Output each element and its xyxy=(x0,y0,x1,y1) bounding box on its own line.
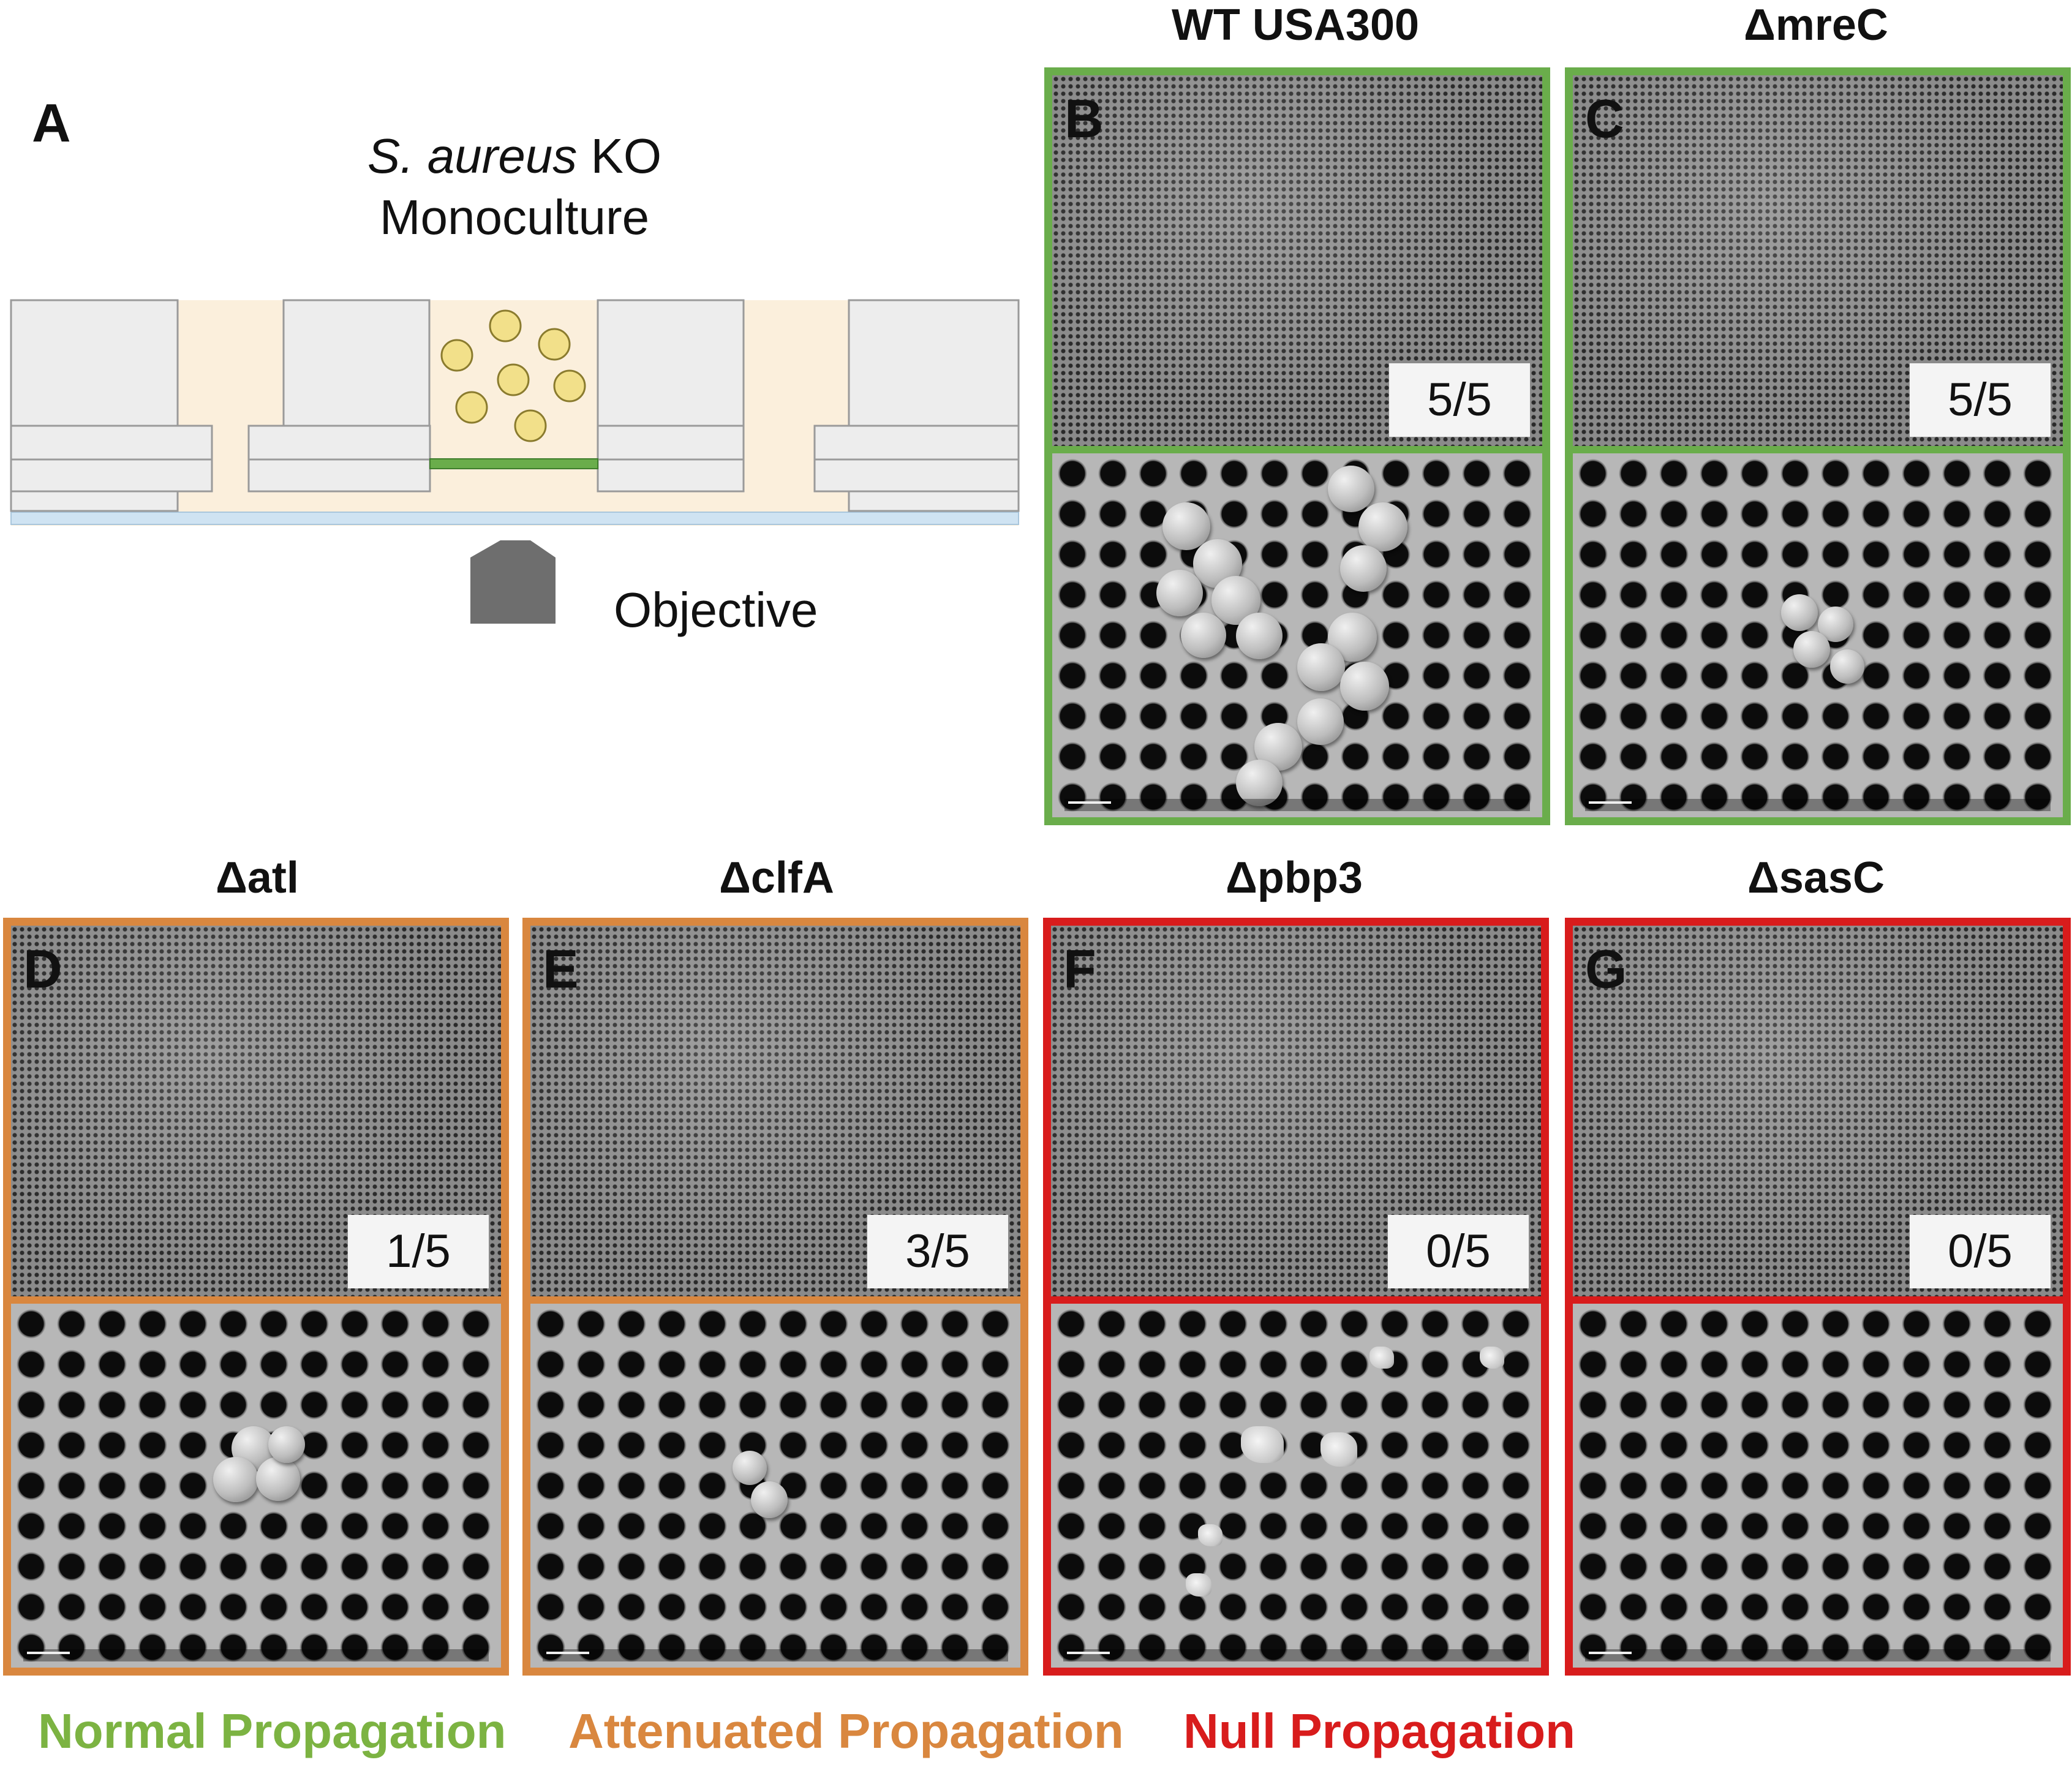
sem-low-mag-d xyxy=(11,926,501,1296)
fraction-c: 5/5 xyxy=(1910,363,2051,437)
sem-high-mag-g xyxy=(1573,1304,2063,1668)
scale-bar xyxy=(1067,1652,1110,1654)
sem-low-mag-b xyxy=(1052,75,1542,446)
fraction-e: 3/5 xyxy=(867,1215,1008,1288)
panel-letter-e: E xyxy=(543,939,579,999)
sem-high-mag-b xyxy=(1052,453,1542,817)
sem-high-mag-c xyxy=(1573,453,2063,817)
panel-letter-c: C xyxy=(1585,88,1624,149)
title-c: ΔmreC xyxy=(1744,1,1888,50)
sem-high-mag-d xyxy=(11,1304,501,1668)
schematic-title-suffix: KO xyxy=(577,129,662,183)
sem-info-bar xyxy=(23,1649,489,1661)
panel-b: 5/5 B xyxy=(1044,67,1550,825)
scale-bar xyxy=(1068,801,1111,804)
panel-divider xyxy=(11,1296,501,1304)
sem-info-bar xyxy=(1585,799,2051,811)
sem-high-mag-f xyxy=(1051,1304,1541,1668)
panel-divider xyxy=(1573,1296,2063,1304)
objective-label: Objective xyxy=(614,583,818,637)
title-g: ΔsasC xyxy=(1747,853,1885,902)
sem-info-bar xyxy=(543,1649,1008,1661)
title-e: ΔclfA xyxy=(719,853,834,902)
sem-info-bar xyxy=(1063,1649,1529,1661)
panel-divider xyxy=(1052,446,1542,453)
transwell-schematic xyxy=(10,299,1020,624)
panel-divider xyxy=(1573,446,2063,453)
title-d: Δatl xyxy=(216,853,299,902)
coverslip xyxy=(10,512,1019,525)
fraction-d: 1/5 xyxy=(348,1215,489,1288)
panel-d: 1/5 D xyxy=(3,918,509,1676)
panel-e: 3/5 E xyxy=(522,918,1028,1676)
panel-divider xyxy=(530,1296,1020,1304)
panel-divider xyxy=(1051,1296,1541,1304)
membrane xyxy=(429,458,598,469)
scale-bar xyxy=(27,1652,70,1654)
schematic-title: S. aureus KO Monoculture xyxy=(269,126,759,248)
fraction-b: 5/5 xyxy=(1389,363,1530,437)
title-b: WT USA300 xyxy=(1171,1,1420,50)
bacteria-cluster xyxy=(440,309,586,442)
legend-attenuated: Attenuated Propagation xyxy=(568,1704,1124,1758)
scale-bar xyxy=(1589,801,1632,804)
panel-g: 0/5 G xyxy=(1565,918,2071,1676)
scale-bar xyxy=(546,1652,589,1654)
schematic-title-species: S. aureus xyxy=(367,129,578,183)
objective-icon xyxy=(470,540,556,624)
scale-bar xyxy=(1589,1652,1632,1654)
panel-letter-f: F xyxy=(1063,939,1096,999)
panel-letter-g: G xyxy=(1585,939,1627,999)
fraction-g: 0/5 xyxy=(1910,1215,2051,1288)
schematic-subtitle: Monoculture xyxy=(379,190,650,244)
sem-info-bar xyxy=(1585,1649,2051,1661)
legend-null: Null Propagation xyxy=(1183,1704,1575,1758)
fraction-f: 0/5 xyxy=(1388,1215,1529,1288)
panel-letter-a: A xyxy=(32,93,71,153)
well-walls xyxy=(10,299,1020,512)
panel-letter-d: D xyxy=(23,939,62,999)
panel-c: 5/5 C xyxy=(1565,67,2071,825)
panel-letter-b: B xyxy=(1064,88,1104,149)
title-f: Δpbp3 xyxy=(1226,853,1363,902)
legend-normal: Normal Propagation xyxy=(38,1704,507,1758)
sem-info-bar xyxy=(1064,799,1530,811)
panel-f: 0/5 F xyxy=(1043,918,1549,1676)
sem-high-mag-e xyxy=(530,1304,1020,1668)
